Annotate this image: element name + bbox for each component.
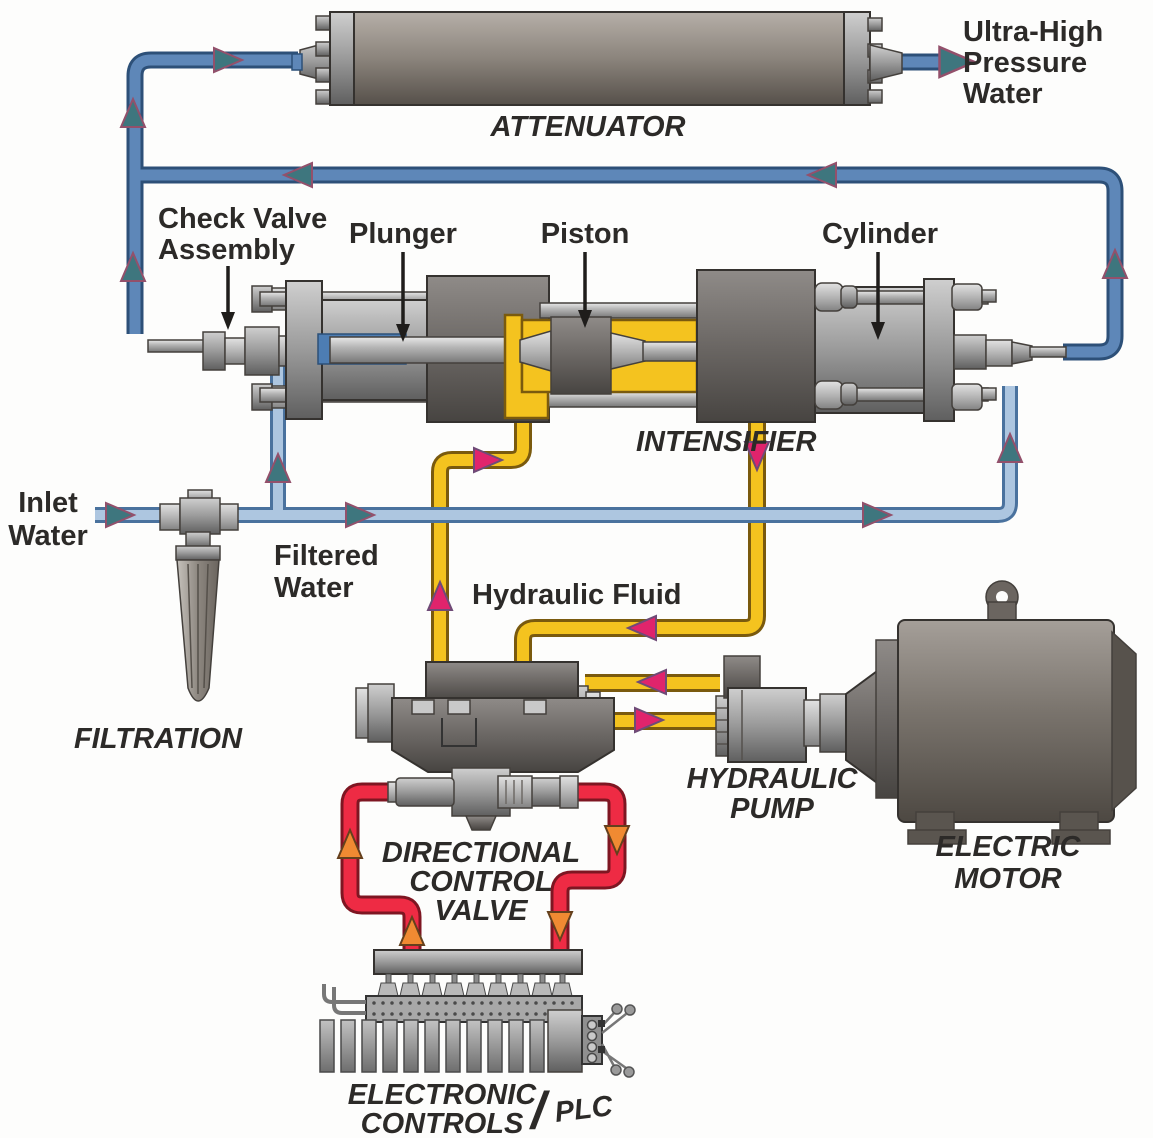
electric-motor-label-line1: ELECTRIC	[936, 831, 1082, 863]
hydraulic-fluid-label: Hydraulic Fluid	[472, 579, 681, 611]
uhp-water-label-line3: Water	[963, 78, 1043, 110]
dcv-label-line3: VALVE	[435, 895, 530, 927]
filtered-water-label-line1: Filtered	[274, 540, 379, 572]
inlet-water-label-line1: Inlet	[18, 487, 78, 519]
electronic-controls-label-line2: CONTROLS	[361, 1108, 524, 1138]
plug-connectors	[377, 973, 573, 997]
intensifier-label: INTENSIFIER	[636, 426, 817, 458]
intensifier-assembly	[147, 269, 1067, 423]
plc-label: PLC	[553, 1090, 616, 1129]
cylinder-label: Cylinder	[822, 218, 938, 250]
uhp-water-label-line2: Pressure	[963, 47, 1087, 79]
check-valve-label-line2: Assembly	[158, 234, 295, 266]
circuit-traces	[598, 1003, 636, 1078]
inlet-water-label-line2: Water	[8, 520, 88, 552]
label-pointer-arrows	[221, 252, 885, 342]
dcv-label-line1: DIRECTIONAL	[382, 837, 580, 869]
control-loop-pipes	[340, 782, 627, 956]
driver-cards	[319, 1019, 545, 1073]
uhp-water-label-line1: Ultra-High	[963, 16, 1103, 48]
inlet-water-pipes	[95, 356, 1018, 523]
attenuator-label: ATTENUATOR	[490, 111, 686, 143]
filtration-label: FILTRATION	[74, 723, 243, 755]
electronic-controls-plc	[319, 949, 636, 1078]
directional-control-valve	[355, 661, 615, 831]
hydraulic-pump-label-line1: HYDRAULIC	[687, 763, 859, 795]
filtered-water-label-line2: Water	[274, 572, 354, 604]
hydraulic-pump	[715, 655, 885, 790]
filter-assembly	[159, 489, 239, 702]
electronic-controls-label-line1: ELECTRONIC	[348, 1079, 538, 1111]
plunger-label: Plunger	[349, 218, 457, 250]
plc-slash: /	[529, 1082, 551, 1138]
attenuator	[291, 11, 903, 106]
electric-motor	[875, 580, 1137, 845]
electric-motor-label-line2: MOTOR	[954, 863, 1061, 895]
hydraulic-pump-label-line2: PUMP	[730, 793, 814, 825]
piston-label: Piston	[541, 218, 630, 250]
dcv-label-line2: CONTROL	[409, 866, 552, 898]
check-valve-label-line1: Check Valve	[158, 203, 327, 235]
